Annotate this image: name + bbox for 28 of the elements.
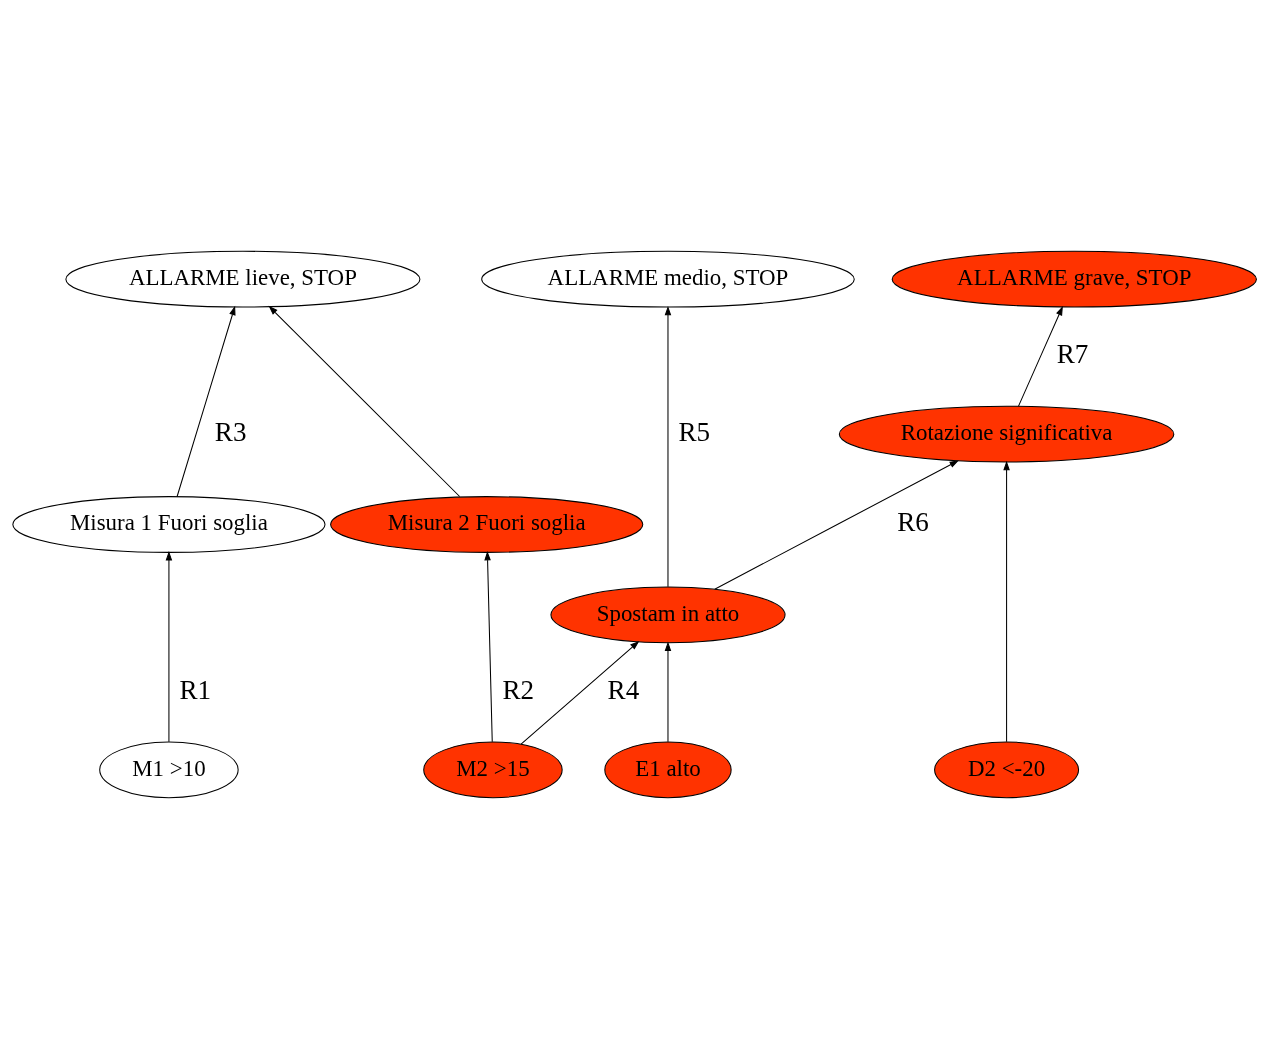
arrow	[520, 640, 640, 745]
node-ellipse: Misura 2 Fuori soglia	[330, 495, 644, 553]
edge-label: R4	[607, 674, 640, 705]
node-ellipse: Rotazione significativa	[838, 405, 1175, 462]
arrow	[1018, 305, 1063, 407]
edge-label: R7	[1056, 338, 1089, 369]
edge-label: R5	[678, 416, 711, 447]
edge-label: R1	[179, 674, 212, 705]
edge-label: R6	[897, 506, 929, 537]
node-ellipse: Spostam in atto	[550, 586, 786, 643]
arrow	[176, 305, 236, 497]
arrow	[664, 641, 672, 742]
arrow	[664, 305, 672, 587]
node-ellipse: Misura 1 Fuori soglia	[12, 495, 326, 553]
edge-label: R3	[214, 416, 247, 447]
node-ellipse: D2 <-20	[934, 740, 1080, 798]
arrow	[268, 305, 461, 497]
node-ellipse: M2 >15	[423, 740, 563, 798]
node-ellipse: E1 alto	[604, 740, 732, 798]
arrow	[714, 459, 959, 590]
node-ellipse: M1 >10	[99, 740, 239, 798]
node-ellipse: ALLARME medio, STOP	[481, 250, 855, 308]
arrow	[484, 550, 493, 742]
node-ellipse: ALLARME lieve, STOP	[65, 250, 421, 308]
node-ellipse: ALLARME grave, STOP	[891, 250, 1257, 308]
arrow	[1003, 460, 1010, 742]
edge-label: R2	[502, 674, 535, 705]
arrow	[165, 550, 173, 742]
